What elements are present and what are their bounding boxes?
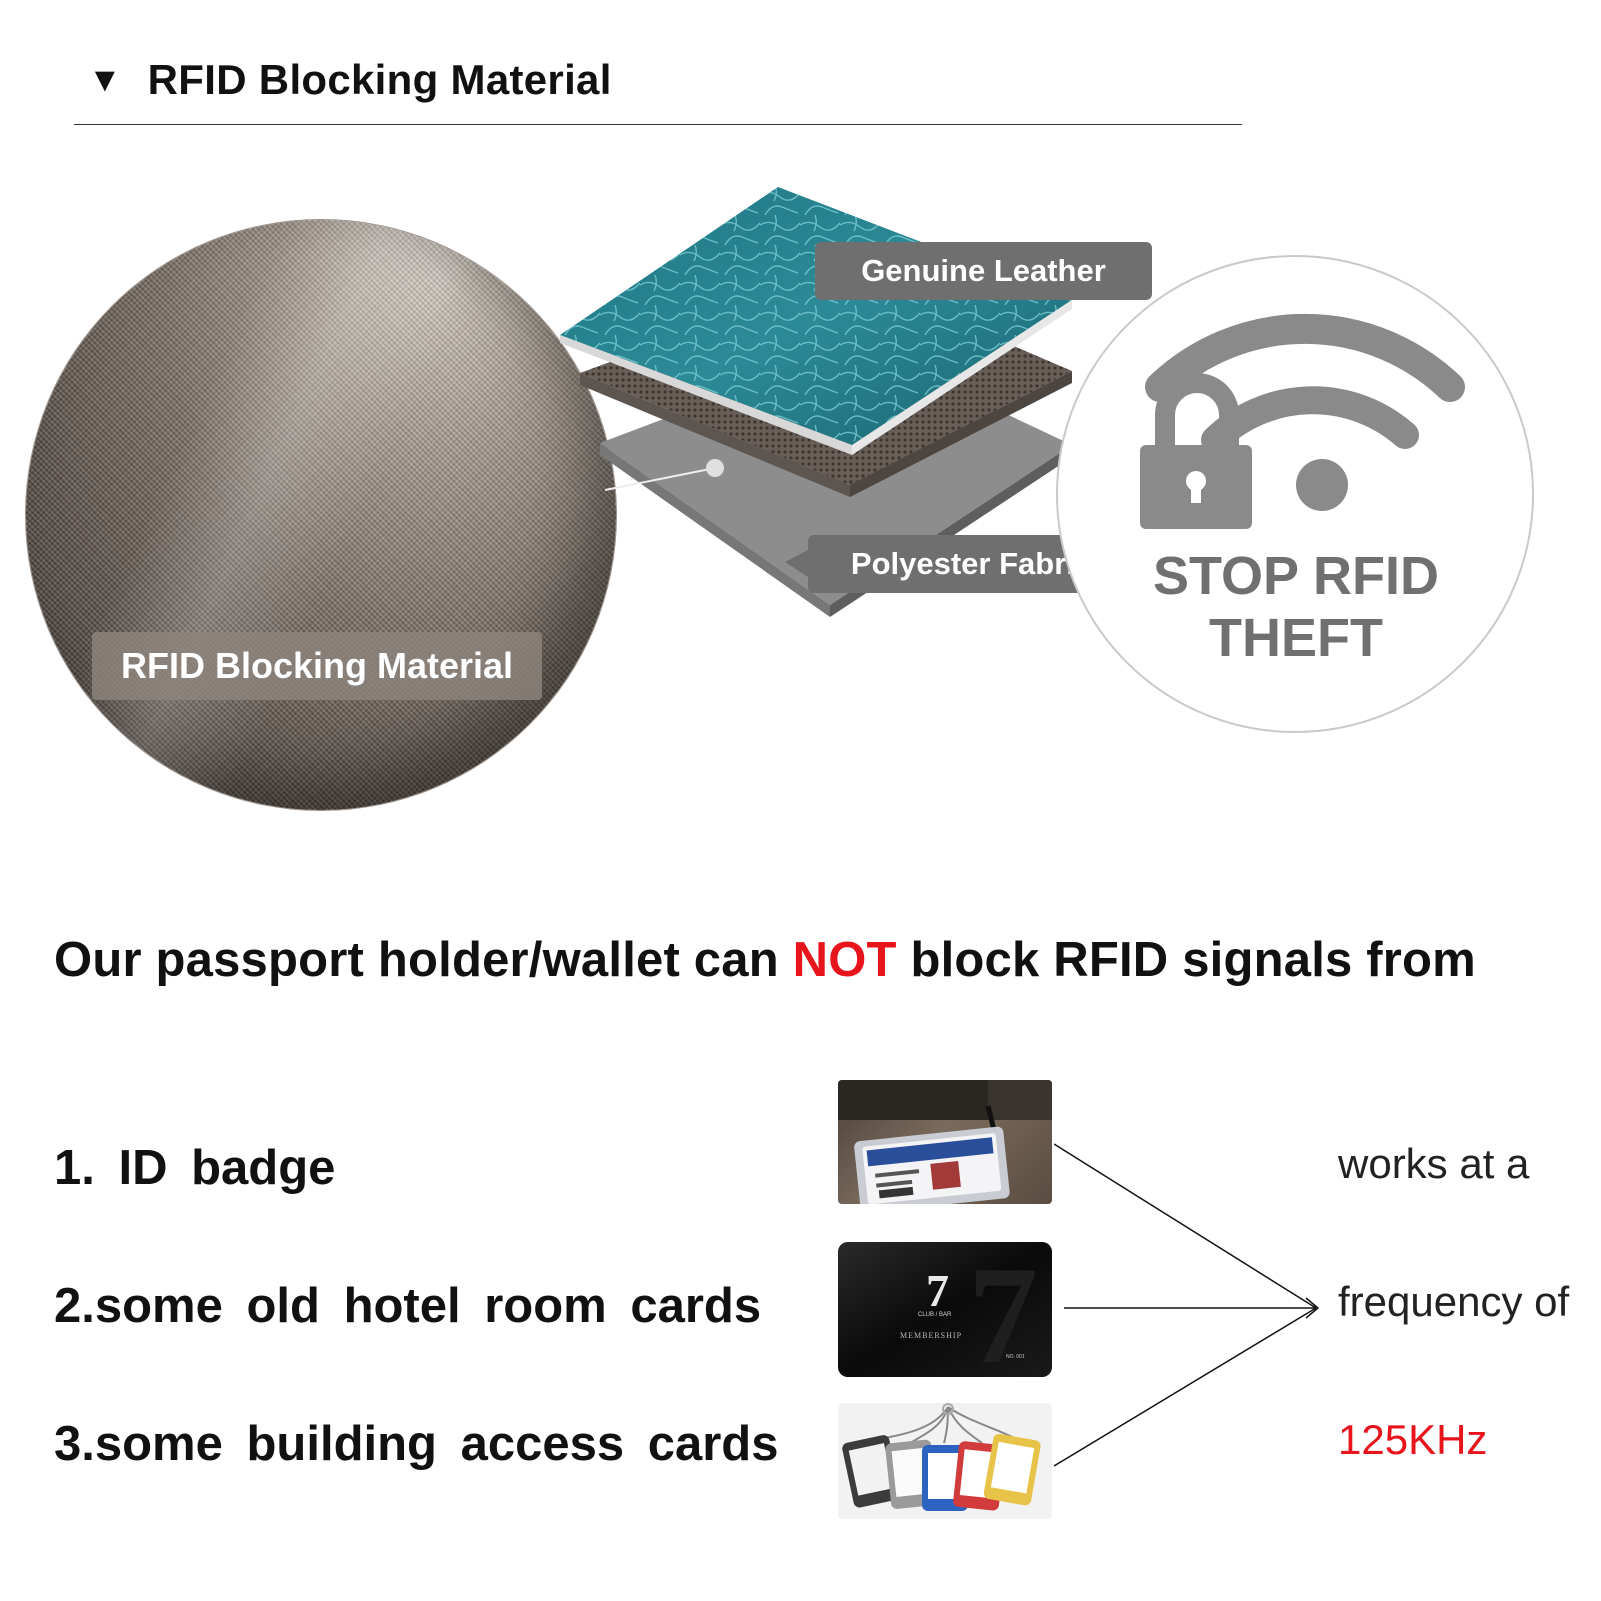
id-badge-photo	[838, 1080, 1052, 1204]
header-divider	[74, 124, 1242, 125]
section-header: ▼ RFID Blocking Material	[88, 52, 612, 108]
frequency-value: 125KHz	[1338, 1416, 1488, 1463]
polyester-callout-tail	[785, 550, 808, 577]
genuine-leather-label: Genuine Leather	[815, 242, 1152, 300]
access-cards-photo	[838, 1403, 1052, 1519]
card-serial-label: NO. 001	[1006, 1354, 1025, 1360]
not-block-statement: Our passport holder/wallet can NOT block…	[54, 932, 1594, 988]
list-item-hotel-cards: 2.some old hotel room cards	[54, 1279, 762, 1333]
statement-highlight: NOT	[792, 933, 897, 987]
list-item-access-cards: 3.some building access cards	[54, 1417, 779, 1471]
svg-text:7: 7	[968, 1242, 1038, 1377]
statement-before: Our passport holder/wallet can	[54, 933, 793, 987]
rfid-lock-wifi-icon	[1140, 313, 1465, 529]
stop-rfid-line1: STOP RFID	[1152, 546, 1440, 606]
card-number: 7	[926, 1265, 949, 1316]
fabric-label: RFID Blocking Material	[92, 632, 542, 700]
stop-rfid-text: STOP RFID THEFT	[1086, 545, 1506, 669]
card-membership-label: MEMBERSHIP	[900, 1331, 962, 1340]
pointer-dot	[706, 459, 724, 477]
pointer-line	[604, 467, 716, 491]
hotel-card-photo: 7 7 CLUB / BAR MEMBERSHIP NO. 001	[838, 1242, 1052, 1377]
list-item-id-badge: 1. ID badge	[54, 1141, 336, 1195]
statement-after: block RFID signals from	[896, 933, 1476, 987]
frequency-line1: works at a	[1338, 1140, 1530, 1187]
stop-rfid-line2: THEFT	[1209, 608, 1383, 668]
card-club-label: CLUB / BAR	[918, 1312, 952, 1318]
section-title: RFID Blocking Material	[147, 56, 612, 103]
frequency-line2: frequency of	[1338, 1278, 1570, 1325]
triangle-down-icon: ▼	[88, 61, 122, 99]
connector-lines	[1054, 1143, 1320, 1467]
rfid-fabric-image	[26, 220, 616, 810]
